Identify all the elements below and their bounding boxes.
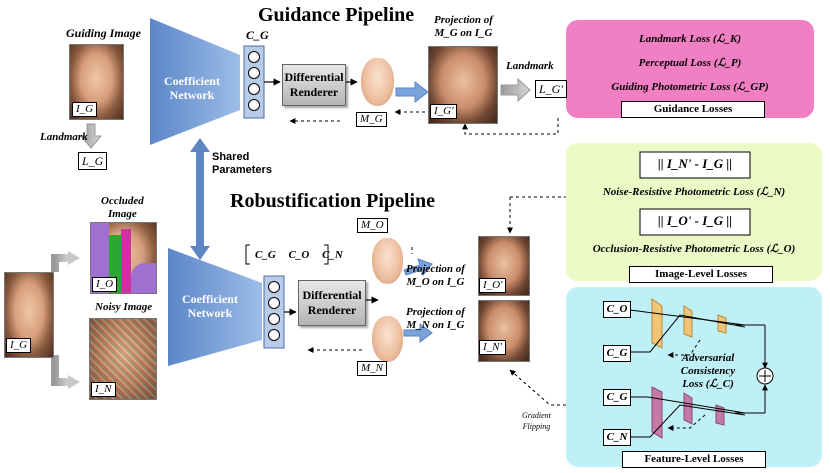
- mn-label: M_N: [357, 361, 387, 376]
- network-label-line-2-robust: Network: [187, 306, 233, 320]
- io-prime-label: I_O': [479, 278, 507, 293]
- blue-projection-arrow-guidance: [395, 80, 429, 104]
- shared-parameters-label: Shared Parameters: [212, 151, 272, 177]
- guidance-pipeline-title: Guidance Pipeline: [258, 4, 415, 26]
- coefficient-network-guidance: [150, 18, 240, 145]
- projection-line-2: M_G on I_G: [434, 27, 493, 39]
- coef-co: C_O: [288, 249, 310, 261]
- coefficient-network-label-guidance: Coefficient Network: [152, 74, 232, 102]
- renderer-line-2: Renderer: [289, 85, 339, 99]
- in-label: I_N: [91, 382, 116, 397]
- lg-prime-label: L_G': [535, 80, 567, 98]
- landmark-label: Landmark: [40, 131, 88, 143]
- coefficient-network-robust: [168, 248, 262, 366]
- network-label-line-1: Coefficient: [164, 74, 220, 88]
- mo-label: M_O: [357, 218, 388, 233]
- landmark-loss: Landmark Loss (ℒ_K): [638, 33, 742, 45]
- face-mesh-mg: [361, 58, 394, 106]
- adv-line-3: Loss (ℒ_C): [682, 378, 734, 390]
- coef-bracket: [245, 244, 329, 265]
- face-mesh-mo: [372, 238, 403, 284]
- projection-label-mo: Projection of M_O on I_G: [406, 263, 465, 289]
- guiding-photometric-loss: Guiding Photometric Loss (ℒ_GP): [611, 81, 769, 93]
- feature-losses-title: Feature-Level Losses: [622, 451, 766, 468]
- feat-cn: C_N: [603, 429, 631, 446]
- proj-n-line-1: Projection of: [406, 306, 465, 318]
- occluded-line-1: Occluded: [101, 195, 144, 207]
- occluded-line-2: Image: [108, 208, 137, 220]
- network-label-line-2: Network: [169, 88, 215, 102]
- proj-o-line-1: Projection of: [406, 263, 465, 275]
- guiding-image-label: Guiding Image: [66, 26, 142, 40]
- projection-line-1: Projection of: [434, 14, 493, 26]
- renderer-line-1: Differential: [284, 70, 344, 84]
- coef-vector-guidance: [243, 45, 265, 119]
- proj-o-line-2: M_O on I_G: [406, 276, 465, 288]
- coefficient-network-label-robust: Coefficient Network: [170, 292, 250, 320]
- coef-labels: C_G C_O C_N: [255, 249, 343, 261]
- robustification-pipeline-title: Robustification Pipeline: [230, 190, 436, 212]
- gradient-flipping-label: Gradient Flipping: [522, 410, 551, 432]
- noisy-image: [89, 318, 157, 400]
- shared-line-2: Parameters: [212, 164, 272, 176]
- coef-vector-robust: [263, 275, 285, 349]
- formula-occlusion: || I_O' - I_G ||: [657, 213, 733, 228]
- adv-line-1: Adversarial: [681, 352, 735, 364]
- feat-cg-bottom: C_G: [603, 389, 631, 406]
- perceptual-loss: Perceptual Loss (ℒ_P): [638, 57, 742, 69]
- gradient-line-1: Gradient: [522, 411, 551, 420]
- network-label-line-1-robust: Coefficient: [182, 292, 238, 306]
- shared-parameters-arrow: [190, 138, 210, 260]
- in-prime-label: I_N': [479, 340, 506, 355]
- occluded-image-label: Occluded Image: [101, 195, 144, 221]
- noise-resistive-loss: Noise-Resistive Photometric Loss (ℒ_N): [602, 186, 786, 198]
- face-mesh-mn: [372, 316, 403, 362]
- projection-label-guidance: Projection of M_G on I_G: [434, 14, 493, 40]
- renderer-robust-line-1: Differential: [302, 288, 362, 302]
- lg-label: L_G: [78, 152, 108, 170]
- occlusion-resistive-loss: Occlusion-Resistive Photometric Loss (ℒ_…: [592, 243, 796, 255]
- io-label: I_O: [92, 277, 118, 292]
- feature-losses-panel: [566, 287, 822, 467]
- projection-label-mn: Projection of M_N on I_G: [406, 306, 465, 332]
- landmark-arrow: [500, 77, 531, 103]
- noisy-image-label: Noisy Image: [95, 301, 153, 313]
- coef-cn: C_N: [322, 249, 343, 261]
- ig-prime-label: I_G': [430, 104, 458, 119]
- feature-loss-network: [629, 298, 774, 439]
- renderer-robust-line-2: Renderer: [307, 303, 357, 317]
- guidance-losses-panel: [566, 20, 814, 118]
- cg-label: C_G: [246, 28, 269, 42]
- image-losses-title: Image-Level Losses: [629, 266, 773, 283]
- feat-cg-top: C_G: [603, 345, 631, 362]
- mg-label: M_G: [356, 112, 387, 127]
- ig-label-robust: I_G: [6, 338, 32, 353]
- adv-line-2: Consistency: [680, 365, 736, 377]
- shared-line-1: Shared: [212, 151, 250, 163]
- gradient-line-2: Flipping: [522, 422, 551, 431]
- proj-n-line-2: M_N on I_G: [406, 319, 465, 331]
- formula-noise: || I_N' - I_G ||: [657, 156, 733, 171]
- adversarial-consistency-loss: Adversarial Consistency Loss (ℒ_C): [668, 352, 748, 391]
- guidance-losses-title: Guidance Losses: [621, 101, 765, 118]
- ig-label: I_G: [72, 102, 98, 117]
- feat-co: C_O: [603, 301, 631, 318]
- landmark-out-label: Landmark: [506, 60, 554, 72]
- coef-cg: C_G: [255, 249, 276, 261]
